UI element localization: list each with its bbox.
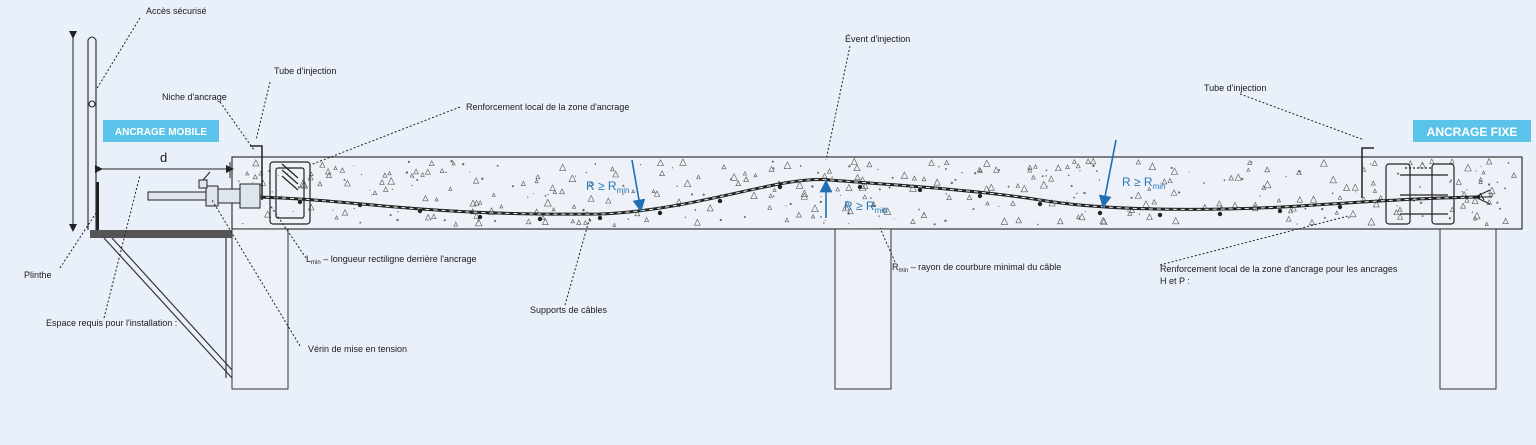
left-injection-tube [250,145,263,200]
dimension-d-label: d [160,150,167,165]
right-anchorage-cage [1385,163,1455,225]
safe-access-pole [87,36,97,230]
badge-ancrage-mobile-text: ANCRAGE MOBILE [115,127,208,138]
tensioning-jack [147,171,261,209]
badge-ancrage-fixe-text: ANCRAGE FIXE [1427,125,1518,139]
label-tube-injection-left: Tube d'injection [274,66,336,76]
label-acces-securise: Accès sécurisé [146,6,207,16]
work-platform [90,230,232,238]
column-right [1439,228,1497,390]
concrete-slab [231,156,1523,230]
leader-lines [59,17,1365,347]
label-lmin: Lmin – longueur rectiligne derrière l'an… [306,254,477,266]
plinthe [96,182,99,230]
label-renforcement-local: Renforcement local de la zone d'ancrage [466,102,629,112]
badge-ancrage-mobile [103,120,219,142]
badge-ancrage-fixe [1413,120,1531,142]
radius-label-3: R ≥ Rmin [1122,175,1165,191]
radius-label-1: R ≥ Rmin [586,179,629,195]
dead-end-anchor [1474,189,1492,205]
label-renforcement-hp-2: H et P : [1160,276,1190,286]
left-anchorage-cage [269,161,311,225]
cable-supports [297,184,1343,222]
label-verin: Vérin de mise en tension [308,344,407,354]
column-middle [834,228,892,390]
label-supports-cables: Supports de câbles [530,305,608,315]
label-niche-ancrage: Niche d'ancrage [162,92,227,102]
label-renforcement-hp-1: Renforcement local de la zone d'ancrage … [1160,264,1398,274]
label-tube-injection-right: Tube d'injection [1204,83,1266,93]
label-rmin: Rmin – rayon de courbure minimal du câbl… [892,262,1061,274]
radius-arrow-1 [631,159,646,213]
label-espace-requis: Espace requis pour l'installation : [46,318,177,328]
right-injection-tube [1361,147,1374,198]
radius-label-2: R ≥ Rmin [844,199,887,215]
radius-arrow-3 [1098,139,1117,209]
label-event-injection: Évent d'injection [845,34,910,44]
platform-bracket [103,237,233,379]
label-plinthe: Plinthe [24,270,52,280]
column-left [231,228,289,390]
